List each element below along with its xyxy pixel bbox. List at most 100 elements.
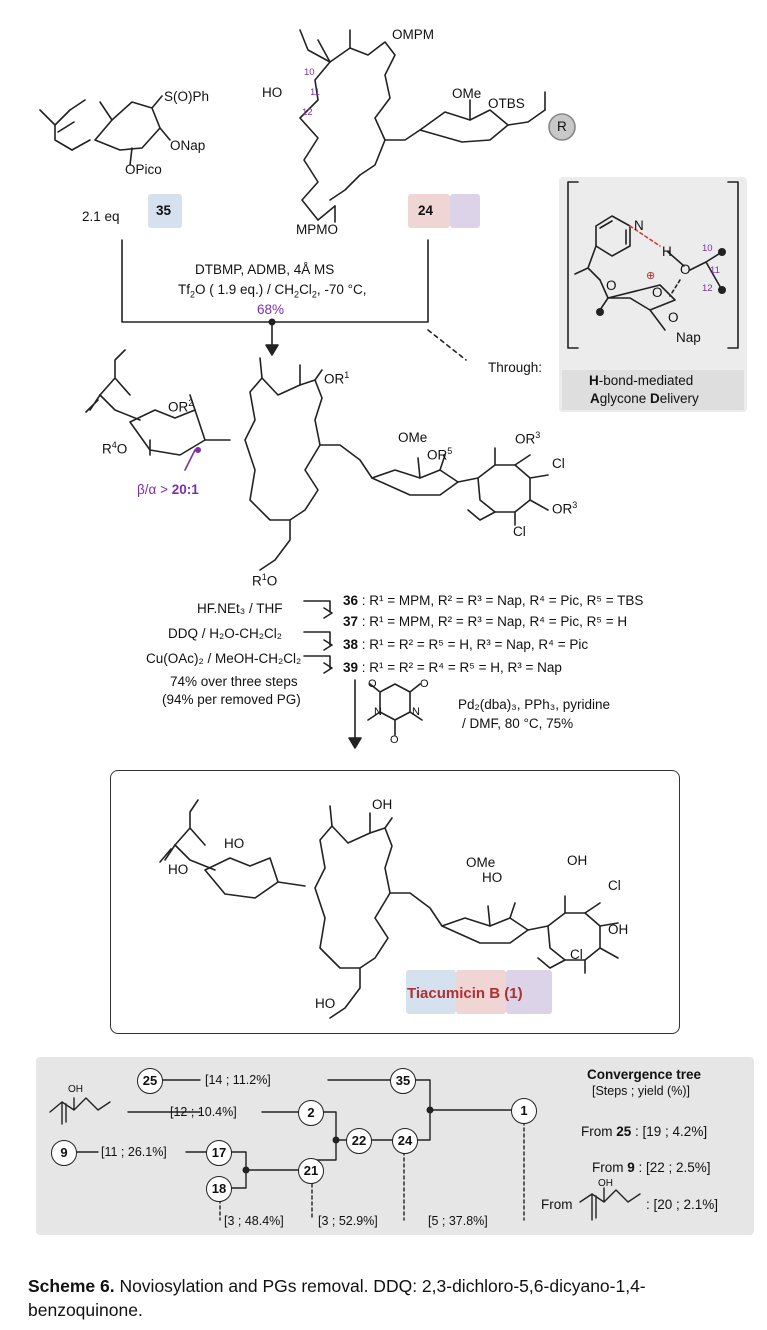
from-alcohol-line: : [20 ; 2.1%] — [646, 1197, 719, 1212]
label-opico: OPico — [125, 162, 162, 177]
node-24: 24 — [392, 1128, 418, 1154]
int-or1: OR1 — [324, 370, 350, 387]
int-r4o: R4O — [102, 440, 128, 457]
puzzle-piece-24-red — [408, 194, 450, 228]
barbituric-n-right: N — [412, 706, 420, 718]
carbon-10-label: 10 — [304, 67, 315, 78]
node-25: 25 — [137, 1068, 163, 1094]
int-or3-top: OR3 — [515, 430, 541, 447]
label-sop: S(O)Ph — [164, 89, 210, 104]
label-mpmo: MPMO — [296, 222, 338, 237]
merge-dot — [268, 318, 276, 326]
hb-c12-label: 12 — [702, 283, 713, 294]
oxocarbenium-charge-icon: ⊕ — [646, 270, 656, 282]
label-otbs: OTBS — [488, 96, 525, 111]
convergence-title: Convergence tree — [587, 1067, 702, 1082]
label-node-9: [11 ; 26.1%] — [101, 1145, 167, 1159]
deprotection-yield-2: (94% per removed PG) — [162, 692, 301, 707]
hb-h-label: H — [662, 244, 672, 259]
puzzle-piece-24-violet — [450, 194, 480, 228]
label-step-21: [3 ; 52.9%] — [318, 1214, 378, 1228]
product-ho-bottom: HO — [315, 996, 336, 1011]
deprotection-yield-1: 74% over three steps — [170, 674, 298, 689]
hbond-acronym-line-2: Aglycone Delivery — [590, 391, 699, 406]
deprotection-arrowheads — [323, 607, 333, 674]
compound-39-line: 39 : R¹ = R² = R⁴ = R⁵ = H, R³ = Nap — [343, 660, 562, 675]
compound-37-line: 37 : R¹ = MPM, R² = R³ = Nap, R⁴ = Pic, … — [343, 614, 628, 629]
puzzle-piece-35 — [148, 194, 182, 228]
node-1: 1 — [511, 1098, 537, 1124]
arrow-head-2 — [348, 737, 362, 749]
final-reagent-2: / DMF, 80 °C, 75% — [462, 716, 574, 731]
product-oh-ar: OH — [567, 853, 588, 868]
glycosylation-yield: 68% — [257, 302, 285, 317]
hbond-structure — [567, 181, 739, 349]
from-9-line: From 9 : [22 ; 2.5%] — [592, 1160, 711, 1175]
product-cl-2: Cl — [570, 947, 583, 962]
final-reagent-1: Pd₂(dba)₃, PPh₃, pyridine — [458, 697, 611, 712]
barbituric-o-top: O — [368, 678, 377, 690]
barbituric-o-bottom: O — [390, 734, 399, 746]
carbon-12-label: 12 — [302, 107, 313, 118]
node-22: 22 — [346, 1128, 372, 1154]
product-oh-top: OH — [372, 797, 393, 812]
product-ome: OMe — [466, 855, 496, 870]
label-onap: ONap — [170, 138, 206, 153]
product-ho-2: HO — [168, 862, 189, 877]
dimethylbarbituric-acid — [367, 683, 423, 736]
node-18: 18 — [206, 1176, 232, 1202]
compound-35-structure — [39, 95, 171, 166]
convergence-subtitle: [Steps ; yield (%)] — [592, 1084, 690, 1098]
puzzle-piece-product-red — [456, 970, 506, 1014]
label-step-24: [5 ; 37.8%] — [428, 1214, 488, 1228]
from-alcohol-oh: OH — [598, 1178, 613, 1189]
hbond-acronym-line-1: H-bond-mediated — [589, 373, 694, 388]
puzzle-piece-product-blue — [406, 970, 456, 1014]
deprotection-reagent-1: HF.NEt₃ / THF — [197, 601, 283, 616]
label-r: R — [557, 119, 567, 134]
hb-c10-label: 10 — [702, 243, 713, 254]
reagent-line-1: DTBMP, ADMB, 4Å MS — [195, 262, 335, 277]
int-ome: OMe — [398, 430, 428, 445]
hb-o-label-3: O — [652, 285, 663, 300]
int-or3-bottom: OR3 — [552, 500, 578, 517]
node-2: 2 — [298, 1100, 324, 1126]
product-ho-1: HO — [224, 836, 245, 851]
r-group-circle — [548, 113, 576, 141]
product-box — [110, 770, 680, 1034]
compound-24-number: 24 — [418, 203, 434, 218]
int-cl-1: Cl — [552, 456, 565, 471]
node-17: 17 — [206, 1140, 232, 1166]
label-step-18: [3 ; 48.4%] — [224, 1214, 284, 1228]
deprotection-reagent-2: DDQ / H₂O-CH₂Cl₂ — [168, 626, 282, 641]
barbituric-n-left: N — [374, 706, 382, 718]
tiacumicin-structure — [159, 799, 619, 1019]
arrow-head-1 — [265, 344, 279, 356]
int-r1o: R1O — [252, 572, 278, 589]
reagent-line-2: Tf2O ( 1.9 eq.) / CH2Cl2, -70 °C, — [178, 282, 367, 300]
product-ho-sugar: HO — [482, 870, 503, 885]
node-21: 21 — [298, 1158, 324, 1184]
from-25-line: From 25 : [19 ; 4.2%] — [581, 1124, 708, 1139]
label-ho: HO — [262, 85, 283, 100]
hb-n-label: N — [634, 218, 644, 233]
through-label: Through: — [488, 360, 543, 375]
alcohol-oh-label: OH — [68, 1084, 83, 1095]
compound-38-line: 38 : R¹ = R² = R⁵ = H, R³ = Nap, R⁴ = Pi… — [343, 637, 589, 652]
hbond-acronym-box — [562, 370, 744, 410]
label-ompm: OMPM — [392, 27, 434, 42]
intermediate-structure — [85, 349, 549, 571]
scheme-caption: Scheme 6. Noviosylation and PGs removal.… — [28, 1276, 646, 1320]
label-node-25: [14 ; 11.2%] — [205, 1073, 271, 1087]
hb-c11-label: 11 — [710, 265, 720, 276]
anomeric-selectivity: β/α > 20:1 — [137, 482, 199, 497]
deprotection-reagent-3: Cu(OAc)₂ / MeOH-CH₂Cl₂ — [146, 651, 302, 666]
hb-o-label-2: O — [606, 278, 617, 293]
int-cl-2: Cl — [513, 524, 526, 539]
hb-o-label-4: O — [668, 310, 679, 325]
product-cl-1: Cl — [608, 878, 621, 893]
from-alcohol-prefix: From — [541, 1197, 573, 1212]
node-9: 9 — [51, 1140, 77, 1166]
hb-o-label-1: O — [680, 262, 691, 277]
